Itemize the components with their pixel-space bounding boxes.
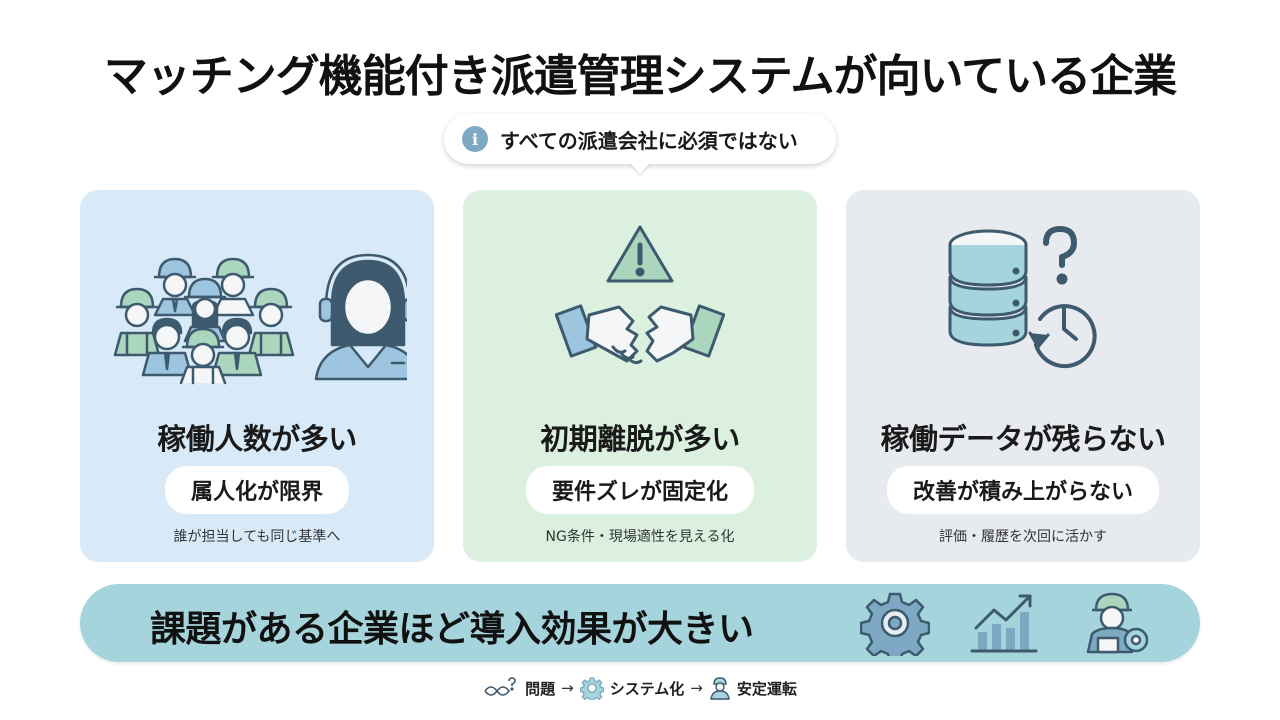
card-many-workers: 稼働人数が多い 属人化が限界 誰が担当しても同じ基準へ bbox=[80, 190, 434, 562]
worker-gear-icon bbox=[1080, 590, 1150, 656]
flow-step-label: 問題 bbox=[525, 679, 556, 698]
growth-chart-icon bbox=[970, 590, 1040, 656]
worker-icon bbox=[709, 676, 731, 700]
conclusion-banner: 課題がある企業ほど導入効果が大きい bbox=[80, 584, 1200, 664]
note-callout: i すべての派遣会社に必須ではない bbox=[444, 114, 836, 164]
card-pill: 属人化が限界 bbox=[164, 466, 350, 514]
page-title: マッチング機能付き派遣管理システムが向いている企業 bbox=[103, 51, 1177, 102]
card-subtext: 誰が担当しても同じ基準へ bbox=[173, 529, 341, 545]
callout-text: すべての派遣会社に必須ではない bbox=[500, 128, 798, 153]
info-icon: i bbox=[462, 126, 488, 152]
card-early-turnover: 初期離脱が多い 要件ズレが固定化 NG条件・現場適性を見える化 bbox=[463, 190, 817, 562]
card-subtext: NG条件・現場適性を見える化 bbox=[545, 529, 735, 545]
card-pill: 要件ズレが固定化 bbox=[525, 466, 755, 514]
card-heading: 稼働人数が多い bbox=[157, 422, 357, 456]
arrow: → bbox=[561, 679, 574, 697]
card-heading: 初期離脱が多い bbox=[540, 422, 740, 456]
tangled-question-icon bbox=[483, 677, 519, 699]
database-history-question-icon bbox=[846, 210, 1200, 390]
warning-broken-handshake-icon bbox=[463, 210, 817, 390]
banner-text: 課題がある企業ほど導入効果が大きい bbox=[150, 609, 754, 650]
gear-icon bbox=[859, 590, 931, 664]
flow-step-label: システム化 bbox=[609, 679, 685, 698]
card-subtext: 評価・履歴を次回に活かす bbox=[939, 529, 1107, 545]
arrow: → bbox=[690, 679, 703, 697]
process-flow: 問題 → システム化 → 安定運転 bbox=[0, 676, 1280, 700]
workers-and-operator-icon bbox=[80, 210, 434, 390]
flow-step-label: 安定運転 bbox=[736, 679, 797, 698]
card-no-work-data: 稼働データが残らない 改善が積み上がらない 評価・履歴を次回に活かす bbox=[846, 190, 1200, 562]
card-heading: 稼働データが残らない bbox=[880, 422, 1166, 456]
card-pill: 改善が積み上がらない bbox=[886, 466, 1160, 514]
gear-icon bbox=[579, 676, 604, 700]
